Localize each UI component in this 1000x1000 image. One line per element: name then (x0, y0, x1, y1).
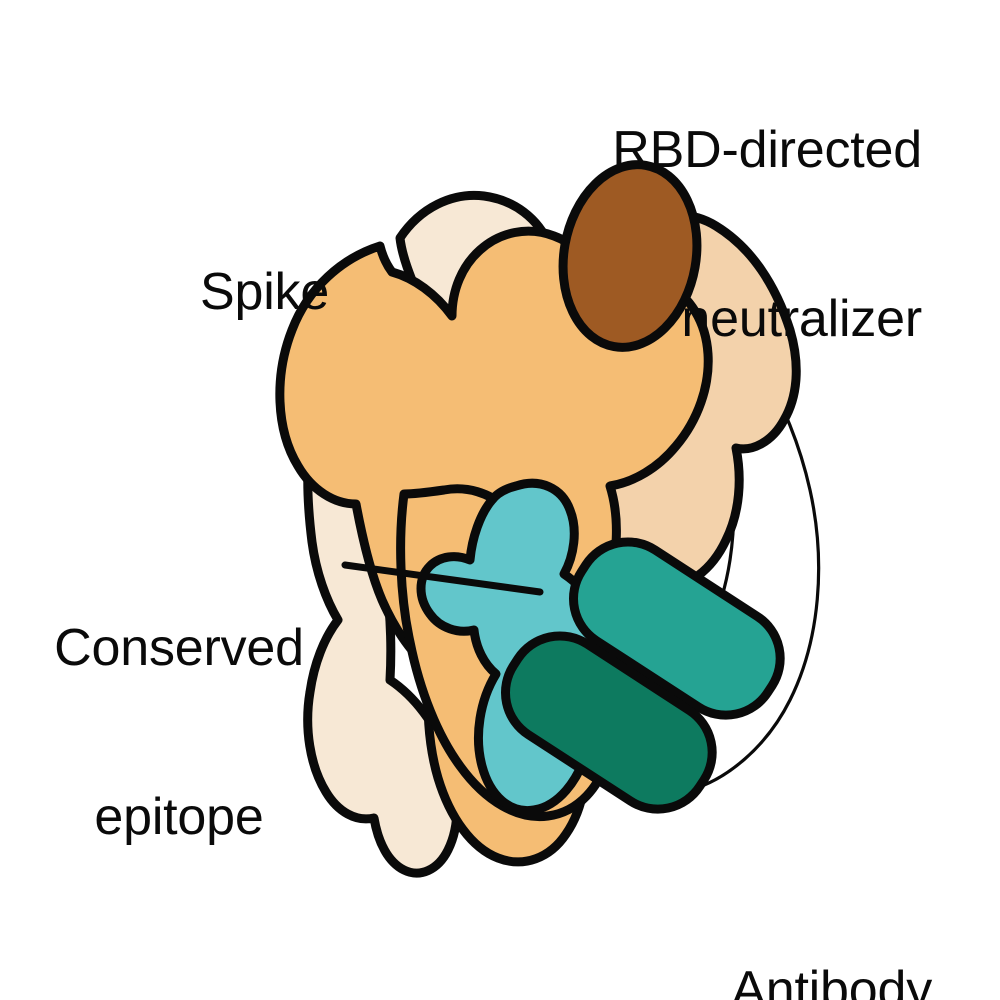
label-conserved-epitope: Conserved epitope (18, 508, 340, 957)
label-antibody-line1: Antibody (731, 961, 932, 1000)
antibody-domain-lower (501, 631, 717, 814)
label-rbd-line2: neutralizer (681, 289, 922, 348)
label-rbd-directed-neutralizer: RBD-directed neutralizer (612, 10, 922, 459)
antibody-domain-upper (569, 537, 785, 720)
label-spike: Spike (200, 152, 329, 433)
label-spike-line1: Spike (200, 263, 330, 322)
label-epitope-line1: Conserved (54, 619, 304, 678)
label-epitope-line2: epitope (94, 787, 264, 846)
conserved-epitope-leader-line (341, 561, 544, 596)
rbd-neutralizer-ellipse (558, 160, 702, 352)
label-rbd-line1: RBD-directed (612, 121, 922, 180)
label-antibody-fragment: Antibody fragment (728, 850, 932, 1000)
